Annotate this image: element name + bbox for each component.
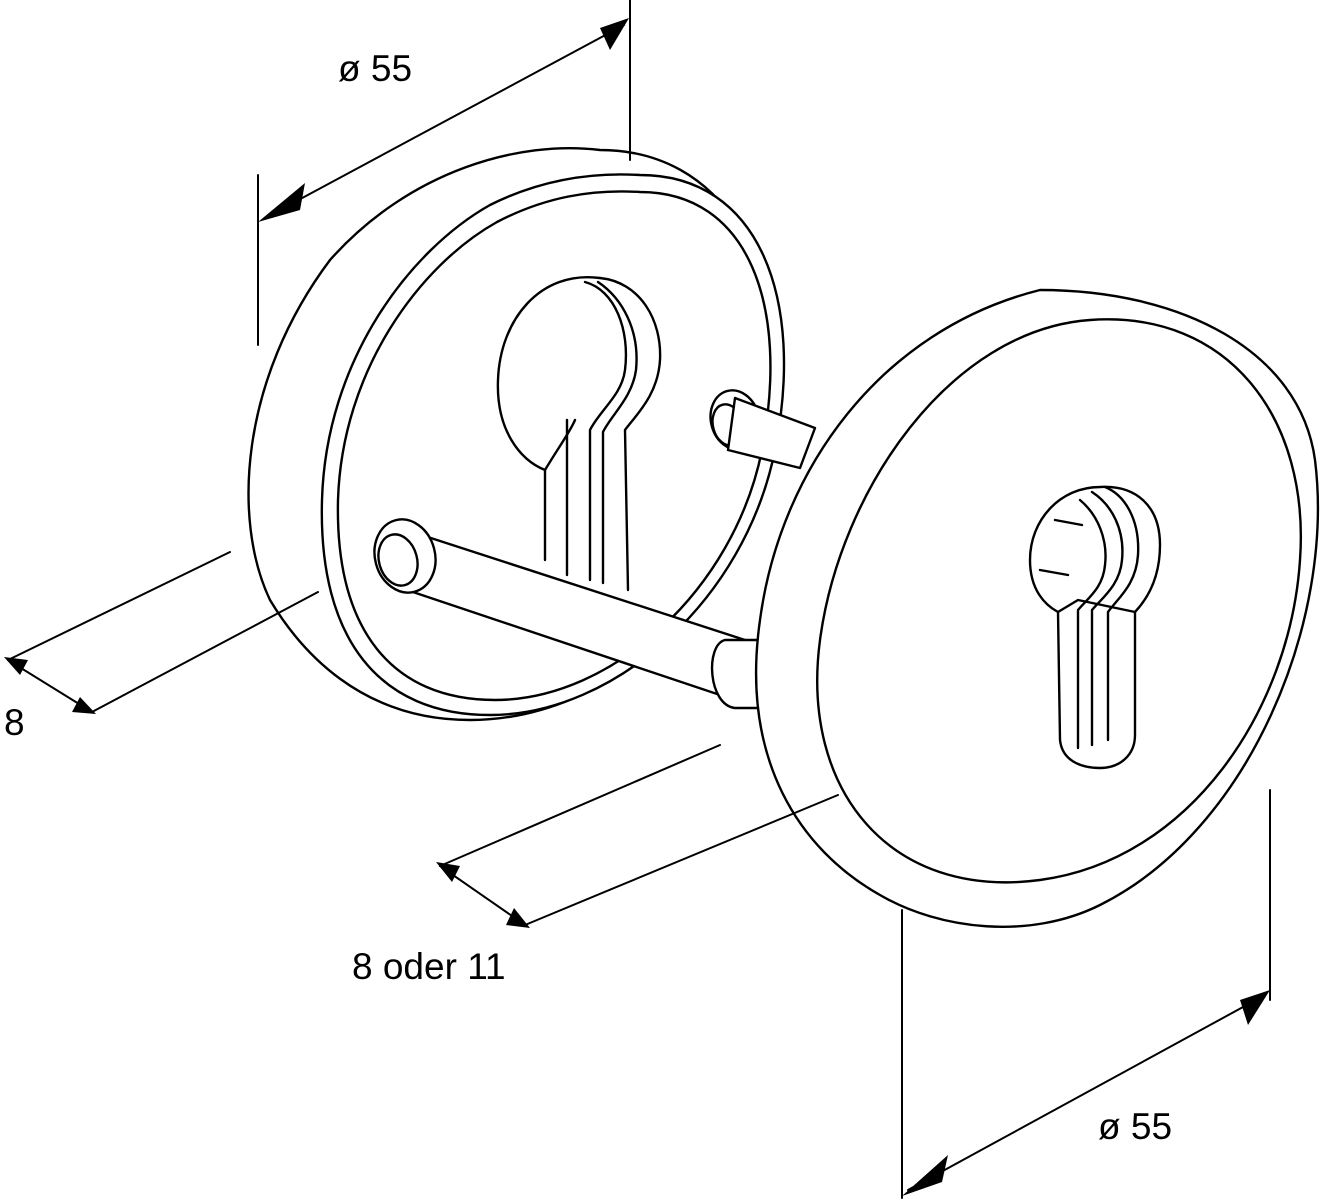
dimension-front-diameter bbox=[901, 789, 1271, 1199]
dimension-front-thickness bbox=[436, 744, 839, 928]
rear-upper-screw bbox=[709, 389, 817, 470]
front-rosette bbox=[755, 288, 1320, 928]
label-rear-thickness: 8 bbox=[4, 702, 25, 743]
dimension-rear-thickness bbox=[4, 551, 319, 714]
dimension-rear-diameter bbox=[257, 0, 631, 346]
front-keyhole bbox=[1028, 485, 1162, 770]
label-front-thickness: 8 oder 11 bbox=[352, 946, 506, 987]
label-front-diameter: ø 55 bbox=[1098, 1106, 1173, 1147]
rear-rosette-bevel bbox=[336, 190, 772, 702]
label-rear-diameter: ø 55 bbox=[338, 48, 413, 89]
rear-keyhole bbox=[496, 275, 662, 592]
connecting-screw bbox=[373, 518, 762, 710]
